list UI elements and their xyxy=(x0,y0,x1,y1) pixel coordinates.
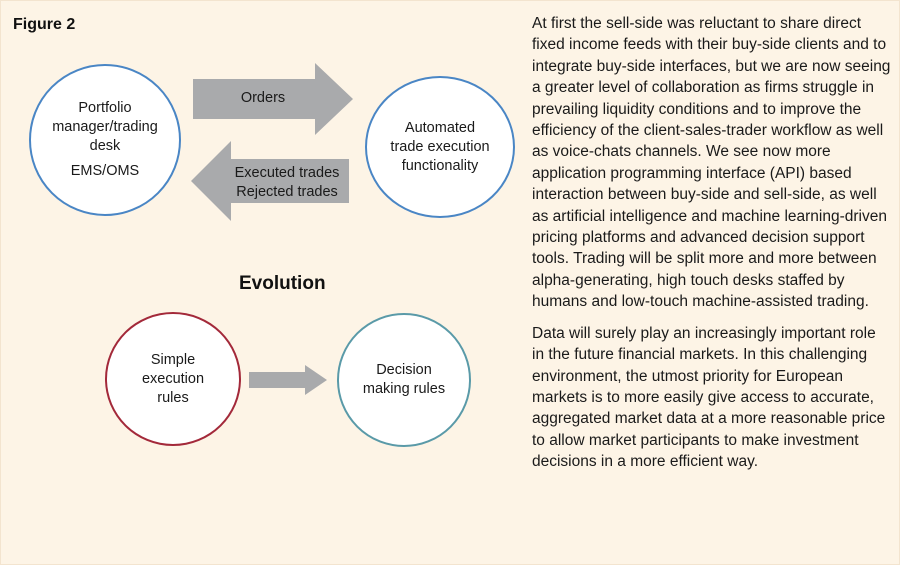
simple-line-2: execution xyxy=(141,370,205,387)
automated-line-3: functionality xyxy=(401,157,479,174)
portfolio-line-1: Portfolio xyxy=(78,100,132,116)
evolution-heading: Evolution xyxy=(239,273,326,294)
paragraph-1: At first the sell-side was reluctant to … xyxy=(532,15,891,311)
portfolio-line-4: EMS/OMS xyxy=(70,163,140,179)
executed-rejected-arrow xyxy=(191,141,349,221)
figure-title: Figure 2 xyxy=(13,16,76,33)
simple-line-3: rules xyxy=(157,389,189,406)
rejected-trades-label: Rejected trades xyxy=(236,184,338,200)
automated-line-2: trade execution xyxy=(390,138,490,155)
decision-line-2: making rules xyxy=(362,381,446,397)
orders-label: Orders xyxy=(240,90,286,106)
portfolio-manager-node: Portfolio manager/trading desk EMS/OMS xyxy=(29,64,181,216)
paragraph-2: Data will surely play an increasingly im… xyxy=(532,324,886,471)
decision-rules-node: Decision making rules xyxy=(337,313,471,447)
evolution-arrow xyxy=(249,365,327,395)
simple-line-1: Simple xyxy=(150,351,196,368)
orders-arrow xyxy=(193,63,353,135)
automated-execution-node: Automated trade execution functionality xyxy=(365,76,515,218)
portfolio-line-2: manager/trading xyxy=(52,119,158,135)
simple-rules-node: Simple execution rules xyxy=(105,312,241,446)
body-text: At first the sell-side was reluctant to … xyxy=(532,13,892,483)
executed-trades-label: Executed trades xyxy=(234,165,340,181)
automated-line-1: Automated xyxy=(404,119,476,136)
decision-line-1: Decision xyxy=(376,362,432,378)
portfolio-line-3: desk xyxy=(89,138,121,154)
